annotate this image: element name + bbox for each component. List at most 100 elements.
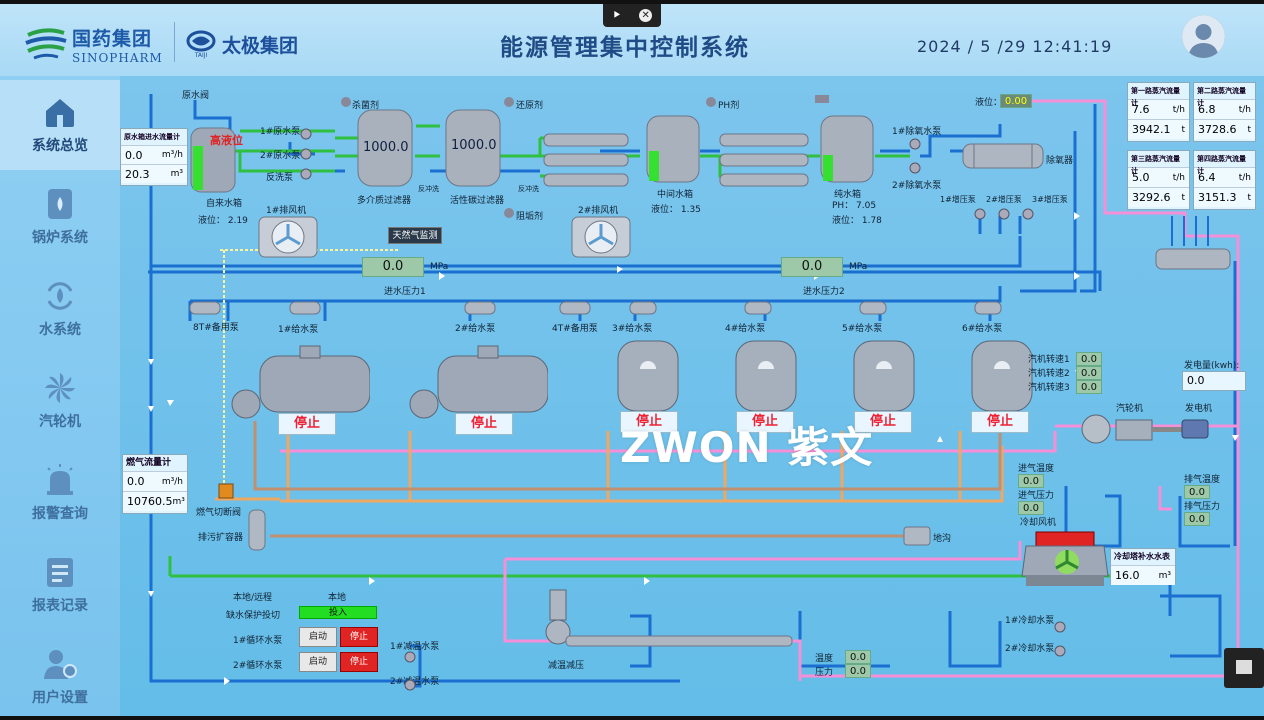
steam4-title: 第四路蒸汽流量计 <box>1197 155 1246 175</box>
boiler-3-status[interactable]: 停止 <box>620 411 678 433</box>
raw-flow-total: 20.3 <box>125 168 150 181</box>
dec-pump1-label: 1#减温水泵 <box>390 642 440 652</box>
sidebar-item-turbine[interactable]: 汽轮机 <box>0 356 120 446</box>
steam1-title: 第一路蒸汽流量计 <box>1131 87 1180 107</box>
sidebar-item-overview[interactable]: 系统总览 <box>0 80 120 170</box>
trench <box>903 526 931 546</box>
generator-label: 发电机 <box>1185 404 1213 414</box>
screen-share-widget[interactable] <box>1224 648 1264 688</box>
tower-makeup-value: 16.0 <box>1115 569 1140 582</box>
feed-pump-4-label: 4#给水泵 <box>725 324 766 334</box>
mid-tank-level: 液位： 1.35 <box>651 205 701 215</box>
deaerator-vessel <box>962 143 1044 169</box>
logo-divider <box>174 22 175 62</box>
gas-monitor-button[interactable]: 天然气监测 <box>388 227 442 244</box>
remote-toolbar: ⯈ ✕ <box>603 4 661 27</box>
boiler-5-status[interactable]: 停止 <box>854 411 912 433</box>
user-avatar[interactable] <box>1182 15 1225 58</box>
raw-pump2-label: 2#原水泵 <box>260 151 301 161</box>
cooling-tower <box>1021 531 1109 586</box>
turbine-speed1: 0.0 <box>1076 352 1102 366</box>
feed-pump-8t-label: 8T#备用泵 <box>193 323 239 333</box>
feed-pump-row <box>189 301 1002 315</box>
feed-pump-3-label: 3#给水泵 <box>612 324 653 334</box>
turbine-speed3-label: 汽机转速3 <box>1028 383 1070 393</box>
exhaust-temp-label: 排气温度 <box>1184 475 1221 485</box>
low-water-state[interactable]: 投入 <box>299 606 377 619</box>
exhaust-fan-1 <box>258 216 318 258</box>
boiler-2-status[interactable]: 停止 <box>455 413 513 435</box>
sidebar-item-water[interactable]: 水系统 <box>0 264 120 354</box>
backwash1-label: 反冲洗 <box>418 185 439 193</box>
local-remote-label: 本地/远程 <box>233 593 273 603</box>
reducer-label: 还原剂 <box>516 101 544 111</box>
deaerator-label: 除氧器 <box>1046 156 1074 166</box>
sidebar-item-label: 汽轮机 <box>39 414 81 430</box>
tap-tank-level: 液位： 2.19 <box>198 216 248 226</box>
steam1-total: 3942.1 <box>1132 123 1171 136</box>
tower-makeup-unit: m³ <box>1158 571 1171 581</box>
pure-tank-label: 纯水箱 <box>834 190 862 200</box>
temp-label: 温度 <box>815 654 834 664</box>
ph-agent-label: PH剂 <box>718 101 740 111</box>
watermark: ZWON 紫文 <box>620 423 874 472</box>
press-label: 压力 <box>815 668 834 678</box>
ro-membrane-set-1 <box>543 133 629 187</box>
steam1-rate: 7.6 <box>1132 103 1150 116</box>
boost-pumps <box>974 208 1034 220</box>
page-title: 能源管理集中控制系统 <box>500 35 750 61</box>
valve-icon <box>815 95 829 103</box>
raw-flow-rate-row: 0.0 m³/h <box>121 145 187 164</box>
sidebar-item-user-settings[interactable]: 用户设置 <box>0 632 120 720</box>
sidebar-item-report[interactable]: 报表记录 <box>0 540 120 630</box>
sidebar-item-label: 用户设置 <box>32 690 88 706</box>
circ-pump2-start-button[interactable]: 启动 <box>299 652 337 672</box>
inlet-pressure-1: 0.0 <box>362 257 424 277</box>
gas-flow-title: 燃气流量计 <box>126 458 172 468</box>
exhaust-fan-2 <box>571 216 631 258</box>
inlet-temp: 0.0 <box>1018 474 1044 488</box>
raw-flow-rate-unit: m³/h <box>161 150 183 160</box>
steam3-total-unit: t <box>1181 193 1185 203</box>
multimedia-value: 1000.0 <box>363 140 409 155</box>
mid-tank-label: 中间水箱 <box>657 190 694 200</box>
inlet-pressure-2-label: 进水压力2 <box>803 287 845 297</box>
gas-total: 10760.5 <box>127 495 173 508</box>
inlet-pressure-1-unit: MPa <box>430 262 449 272</box>
boiler-1-status[interactable]: 停止 <box>278 413 336 435</box>
sidebar-item-alarm[interactable]: 报警查询 <box>0 448 120 538</box>
screen-bottom-bar <box>0 716 1264 720</box>
boiler-4-status[interactable]: 停止 <box>736 411 794 433</box>
sidebar-item-label: 水系统 <box>39 322 81 338</box>
sidebar-item-label: 报表记录 <box>32 598 88 614</box>
circ-pump2-stop-button[interactable]: 停止 <box>340 652 378 672</box>
boost-pump3-label: 3#增压泵 <box>1032 195 1068 204</box>
turbine-speed1-label: 汽机转速1 <box>1028 355 1070 365</box>
steam2-title: 第二路蒸汽流量计 <box>1197 87 1246 107</box>
exhaust-press-label: 排气压力 <box>1184 502 1221 512</box>
sidebar-item-boiler[interactable]: 锅炉系统 <box>0 172 120 262</box>
boiler-5-vertical <box>853 340 915 412</box>
user-avatar-icon <box>1182 15 1225 58</box>
report-icon <box>47 558 73 587</box>
turbine-label: 汽轮机 <box>1116 404 1144 414</box>
deox-pumps <box>909 138 921 174</box>
exhaust-temp: 0.0 <box>1184 485 1210 499</box>
gas-cutoff-valve-icon[interactable] <box>216 481 236 501</box>
pure-water-tank <box>820 115 874 183</box>
boiler-6-status[interactable]: 停止 <box>971 411 1029 433</box>
dosing-point-icon <box>504 97 514 107</box>
pointer-icon[interactable]: ⯈ <box>611 8 622 22</box>
circ-pump1-stop-button[interactable]: 停止 <box>340 627 378 647</box>
close-icon[interactable]: ✕ <box>639 9 653 22</box>
cool-pump2-label: 2#冷却水泵 <box>1005 644 1055 654</box>
water-icon <box>47 282 73 310</box>
circ-pump1-start-button[interactable]: 启动 <box>299 627 337 647</box>
